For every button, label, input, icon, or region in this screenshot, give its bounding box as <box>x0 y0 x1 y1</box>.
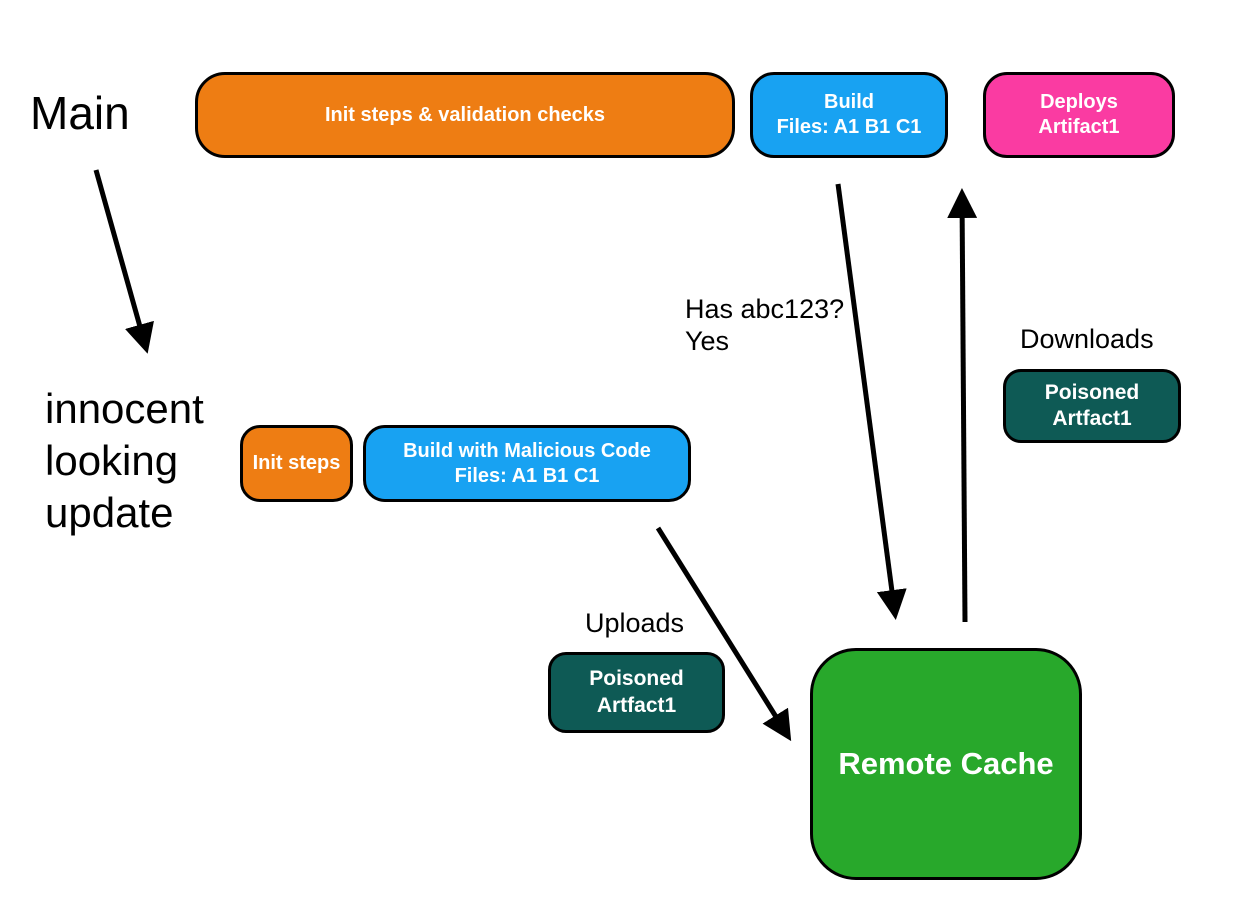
node-init-steps-label: Init steps <box>252 452 341 474</box>
node-init-validation-label: Init steps & validation checks <box>324 103 606 126</box>
node-build-line1: Build <box>824 91 874 113</box>
node-deploys-artifact1: Deploys Artifact1 <box>983 72 1175 158</box>
arrow-cache-to-deploys <box>947 188 978 623</box>
node-build-malicious-line1: Build with Malicious Code <box>403 439 651 462</box>
label-main: Main <box>30 87 130 139</box>
node-init-validation-checks: Init steps & validation checks <box>195 72 735 158</box>
label-downloads: Downloads <box>1020 324 1154 354</box>
node-poisoned-artifact-download: Poisoned Artfact1 <box>1003 369 1181 443</box>
node-poisoned-artifact-upload: Poisoned Artfact1 <box>548 652 725 733</box>
node-deploys-line1: Deploys <box>1040 91 1118 113</box>
label-has-abc123: Has abc123? Yes <box>685 294 845 356</box>
node-init-steps: Init steps <box>240 425 353 502</box>
label-innocent-looking-update: innocent looking update <box>45 385 204 537</box>
node-poisoned-upload-line1: Poisoned <box>589 667 684 691</box>
node-deploys-line2: Artifact1 <box>1038 116 1120 138</box>
node-poisoned-download-line1: Poisoned <box>1044 380 1140 404</box>
node-build-with-malicious-code: Build with Malicious Code Files: A1 B1 C… <box>363 425 691 502</box>
node-remote-cache-label: Remote Cache <box>838 745 1054 781</box>
node-build-malicious-line2: Files: A1 B1 C1 <box>454 464 600 487</box>
node-build-line2: Files: A1 B1 C1 <box>776 116 922 138</box>
label-uploads: Uploads <box>585 608 685 638</box>
node-build: Build Files: A1 B1 C1 <box>750 72 948 158</box>
node-remote-cache: Remote Cache <box>810 648 1082 880</box>
node-poisoned-download-line2: Artfact1 <box>1052 407 1132 430</box>
arrow-main-to-update <box>93 169 154 354</box>
arrow-build-to-cache <box>835 183 907 620</box>
node-poisoned-upload-line2: Artfact1 <box>596 693 677 717</box>
